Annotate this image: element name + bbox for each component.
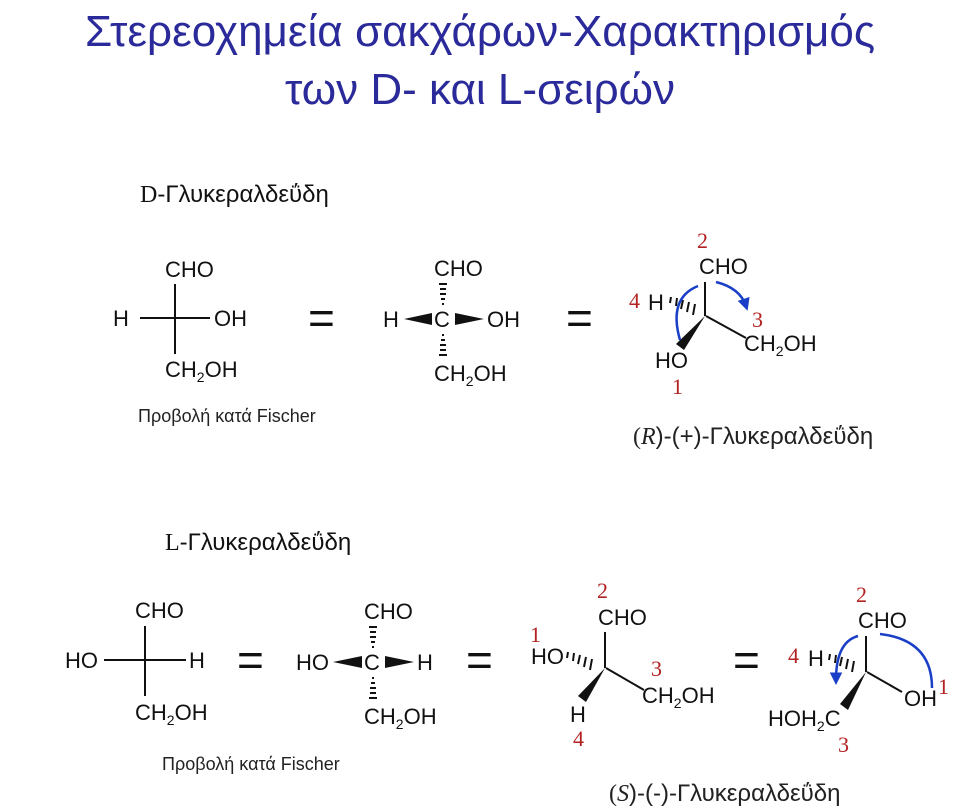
l-perspective-structure-1: 2 CHO 1 HO 3 CH2OH H 4	[530, 578, 715, 751]
l-perspective-structure-2: 2 CHO 4 H OH 1 HOH2C 3	[768, 582, 949, 757]
d-fischer-projection: CHO H OH CH2OH	[113, 257, 247, 385]
l1-persp-h: H	[570, 702, 586, 727]
l2-priority-1: 1	[938, 674, 949, 699]
l-fischer-h: H	[189, 648, 205, 673]
d-compound-name: (R)-(+)-Γλυκεραλδεΰδη	[633, 423, 873, 450]
l2-rotation-arrow-2	[829, 634, 859, 685]
l-fischer-ho: HO	[65, 648, 98, 673]
l1-priority-3: 3	[651, 656, 662, 681]
l2-priority-2: 2	[856, 582, 867, 607]
l-equals-3: =	[733, 634, 760, 686]
l1-priority-2: 2	[597, 578, 608, 603]
l-wedge-ho: HO	[296, 650, 329, 675]
d-wedge-cho: CHO	[434, 256, 483, 281]
d-priority-1: 1	[672, 374, 683, 399]
l1-priority-1: 1	[530, 622, 541, 647]
l-wedge-ch2oh: CH2OH	[364, 704, 437, 732]
title-line-1: Στερεοχημεία σακχάρων-Χαρακτηρισμός	[84, 7, 876, 56]
l2-rotation-arrow-1	[879, 632, 934, 689]
l-compound-name: (S)-(-)-Γλυκεραλδεΰδη	[609, 780, 840, 807]
l-wedge-cho: CHO	[364, 599, 413, 624]
d-wedge-carbon: C	[434, 307, 450, 332]
d-fischer-cho: CHO	[165, 257, 214, 282]
d-wedge-h: H	[383, 307, 399, 332]
l1-persp-ho: HO	[531, 644, 564, 669]
d-persp-cho: CHO	[699, 254, 748, 279]
d-persp-ho: HO	[655, 348, 688, 373]
d-perspective-structure: 2 CHO 4 H 3 CH2OH HO 1	[629, 228, 817, 399]
d-rotation-arrow-2	[715, 280, 750, 311]
d-fischer-ch2oh: CH2OH	[165, 357, 238, 385]
d-wedge-ch2oh: CH2OH	[434, 361, 507, 389]
l2-persp-h: H	[808, 646, 824, 671]
l-heading: L-Γλυκεραλδεΰδη	[165, 529, 351, 556]
l2-priority-4: 4	[788, 643, 799, 668]
d-fischer-h: H	[113, 306, 129, 331]
d-equals-1: =	[308, 292, 335, 344]
l-wedge-h: H	[417, 650, 433, 675]
l2-persp-hoh2c: HOH2C	[768, 706, 841, 734]
l2-persp-cho: CHO	[858, 608, 907, 633]
d-priority-4: 4	[629, 288, 640, 313]
l-fischer-ch2oh: CH2OH	[135, 700, 208, 728]
d-heading: D-Γλυκεραλδεΰδη	[140, 181, 329, 208]
l-fischer-caption: Προβολή κατά Fischer	[162, 754, 340, 774]
l-fischer-projection: CHO HO H CH2OH	[65, 598, 208, 728]
l1-persp-ch2oh: CH2OH	[642, 683, 715, 711]
l1-priority-4: 4	[573, 726, 584, 751]
d-wedge-oh: OH	[487, 307, 520, 332]
d-persp-h: H	[648, 290, 664, 315]
d-rotation-arrow-1	[675, 284, 699, 341]
l-equals-1: =	[237, 634, 264, 686]
title-line-2: των D- και L-σειρών	[285, 65, 675, 114]
d-wedge-projection: CHO C H OH CH2OH	[383, 256, 520, 389]
l1-persp-cho: CHO	[598, 605, 647, 630]
l-wedge-projection: CHO C HO H CH2OH	[296, 599, 437, 732]
l2-priority-3: 3	[838, 732, 849, 757]
l-fischer-cho: CHO	[135, 598, 184, 623]
d-fischer-caption: Προβολή κατά Fischer	[138, 406, 316, 426]
l2-persp-oh: OH	[904, 686, 937, 711]
d-fischer-oh: OH	[214, 306, 247, 331]
d-persp-ch2oh: CH2OH	[744, 331, 817, 359]
l-wedge-carbon: C	[364, 650, 380, 675]
d-priority-2: 2	[697, 228, 708, 253]
d-equals-2: =	[566, 292, 593, 344]
d-priority-3: 3	[752, 307, 763, 332]
l-equals-2: =	[466, 634, 493, 686]
